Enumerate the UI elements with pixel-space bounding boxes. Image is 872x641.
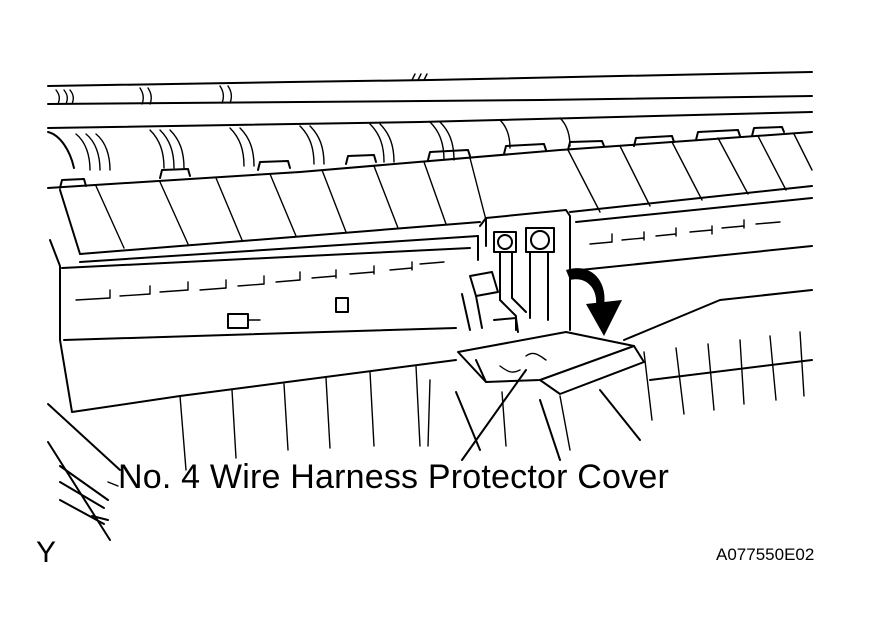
lower-housing [49,219,813,413]
callout-label: No. 4 Wire Harness Protector Cover [118,458,669,496]
corner-mark: Y [36,536,57,569]
rotate-down-arrow-icon [566,268,622,336]
figure-code: A077550E02 [716,545,815,564]
harness-tabs [59,126,785,189]
terminal-bracket [461,209,571,333]
harness-body [47,131,813,263]
leader-line [461,369,527,461]
lower-ribs [179,331,813,471]
protector-cover [457,331,645,395]
left-frame [47,403,121,541]
upper-rail [47,71,813,105]
